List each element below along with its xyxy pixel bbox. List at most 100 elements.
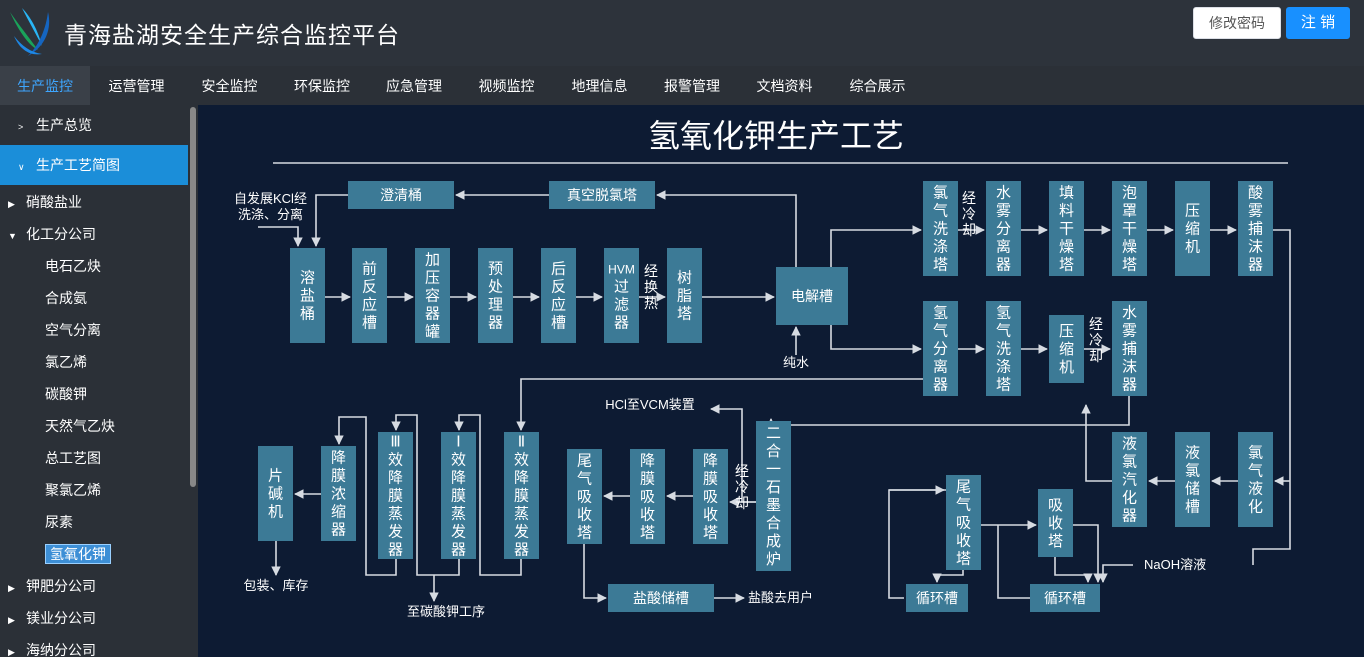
unit-box bbox=[1112, 301, 1147, 396]
flow-line bbox=[1098, 564, 1133, 583]
nav-alarm[interactable]: 报警管理 bbox=[664, 78, 720, 94]
unit-label-char: 干 bbox=[1059, 221, 1074, 238]
sidebar-group-chemical[interactable]: ▼化工分公司 bbox=[0, 218, 188, 250]
sidebar-group-haina[interactable]: ▶海纳分公司 bbox=[0, 634, 188, 657]
unit-circ-tank1[interactable]: 循环槽 bbox=[906, 584, 968, 612]
sidebar-item-carbide-acetylene[interactable]: 电石乙炔 bbox=[45, 258, 101, 274]
unit-label-char: 器 bbox=[996, 257, 1011, 274]
sidebar-item-vinyl-chloride[interactable]: 氯乙烯 bbox=[45, 354, 87, 370]
unit-label-char: 氯 bbox=[1185, 463, 1200, 480]
nav-docs[interactable]: 文档资料 bbox=[756, 78, 813, 94]
nav-environment[interactable]: 环保监控 bbox=[294, 78, 350, 94]
unit-label-char: 缩 bbox=[331, 504, 346, 521]
unit-clarifier[interactable]: 澄清桶 bbox=[348, 181, 454, 209]
sidebar-item-master-process[interactable]: 总工艺图 bbox=[45, 450, 101, 466]
unit-electrolyzer[interactable]: 电解槽 bbox=[776, 267, 848, 325]
label-char: 却 bbox=[735, 495, 749, 511]
unit-box bbox=[290, 248, 325, 343]
scrollbar-thumb[interactable] bbox=[190, 107, 196, 487]
unit-label-char: 碱 bbox=[268, 486, 283, 503]
unit-resin-tower[interactable]: 树脂塔 bbox=[667, 248, 702, 343]
change-password-button[interactable]: 修改密码 bbox=[1193, 7, 1281, 39]
sidebar-group-nitrate[interactable]: ▶硝酸盐业 bbox=[0, 186, 188, 218]
unit-label-char: 液 bbox=[1185, 445, 1200, 462]
sidebar-item-koh[interactable]: 氢氧化钾 bbox=[0, 538, 188, 570]
sidebar-item-potassium-carbonate[interactable]: 碳酸钾 bbox=[45, 386, 87, 402]
unit-label: 盐酸储槽 bbox=[633, 590, 689, 606]
unit-box bbox=[541, 248, 576, 343]
nav-safety[interactable]: 安全监控 bbox=[201, 78, 258, 94]
unit-label-char: 滤 bbox=[614, 297, 629, 314]
sidebar-scrollbar[interactable] bbox=[188, 105, 198, 657]
unit-absorb-tower[interactable]: 吸收塔 bbox=[1038, 489, 1073, 557]
unit-label-char: 器 bbox=[331, 522, 346, 539]
nav-production-monitor[interactable]: 生产监控 bbox=[0, 66, 90, 105]
unit-label-char: 反 bbox=[362, 279, 377, 296]
unit-label-char: 降 bbox=[703, 453, 718, 470]
unit-hcl-store[interactable]: 盐酸储槽 bbox=[608, 584, 714, 612]
nav-operation[interactable]: 运营管理 bbox=[108, 78, 165, 94]
unit-label-char: 器 bbox=[1248, 257, 1263, 274]
unit-label-char: 片 bbox=[268, 468, 283, 485]
nav-emergency[interactable]: 应急管理 bbox=[386, 78, 442, 94]
unit-label-char: 石 bbox=[766, 479, 781, 496]
unit-cl-compressor[interactable]: 压缩机 bbox=[1175, 181, 1210, 276]
unit-label-char: 缩 bbox=[1185, 221, 1200, 238]
sidebar-item-natural-gas-acetylene[interactable]: 天然气乙炔 bbox=[45, 418, 115, 434]
flow-line bbox=[1073, 524, 1103, 583]
unit-vacuum-dechlor[interactable]: 真空脱氯塔 bbox=[549, 181, 655, 209]
logout-button[interactable]: 注 销 bbox=[1286, 7, 1350, 39]
unit-box bbox=[1049, 315, 1084, 383]
flow-line bbox=[391, 414, 460, 576]
nav-video[interactable]: 视频监控 bbox=[478, 78, 535, 94]
chevron-down-icon: ∨ bbox=[18, 162, 25, 172]
unit-label: 真空脱氯塔 bbox=[567, 187, 637, 203]
sidebar-item-pvc[interactable]: 聚氯乙烯 bbox=[45, 482, 101, 498]
unit-label-char: 机 bbox=[1059, 359, 1074, 376]
unit-flaker[interactable]: 片碱机 bbox=[258, 446, 293, 541]
unit-label-char: 膜 bbox=[388, 488, 403, 505]
sidebar-item-process[interactable]: ∨生产工艺简图 bbox=[0, 145, 188, 185]
unit-circ-tank2[interactable]: 循环槽 bbox=[1030, 584, 1100, 612]
unit-h-compressor[interactable]: 压缩机 bbox=[1049, 315, 1084, 383]
unit-label-char: 氢 bbox=[996, 305, 1011, 322]
sidebar-item-urea[interactable]: 尿素 bbox=[45, 514, 73, 530]
sidebar-item-air-separation[interactable]: 空气分离 bbox=[45, 322, 101, 338]
sidebar-item-overview[interactable]: >生产总览 bbox=[0, 105, 188, 145]
unit-label-char: Ⅲ bbox=[390, 434, 400, 451]
sidebar-group-potash[interactable]: ▶钾肥分公司 bbox=[0, 570, 188, 602]
nav-overview[interactable]: 综合展示 bbox=[849, 78, 906, 94]
unit-label-char: HVM bbox=[608, 263, 635, 277]
unit-label-char: 洗 bbox=[933, 221, 948, 238]
unit-dissolver[interactable]: 溶盐桶 bbox=[290, 248, 325, 343]
sidebar-group-magnesium[interactable]: ▶镁业分公司 bbox=[0, 602, 188, 634]
sidebar-item-ammonia[interactable]: 合成氨 bbox=[45, 290, 87, 306]
nav-geo[interactable]: 地理信息 bbox=[571, 78, 628, 94]
